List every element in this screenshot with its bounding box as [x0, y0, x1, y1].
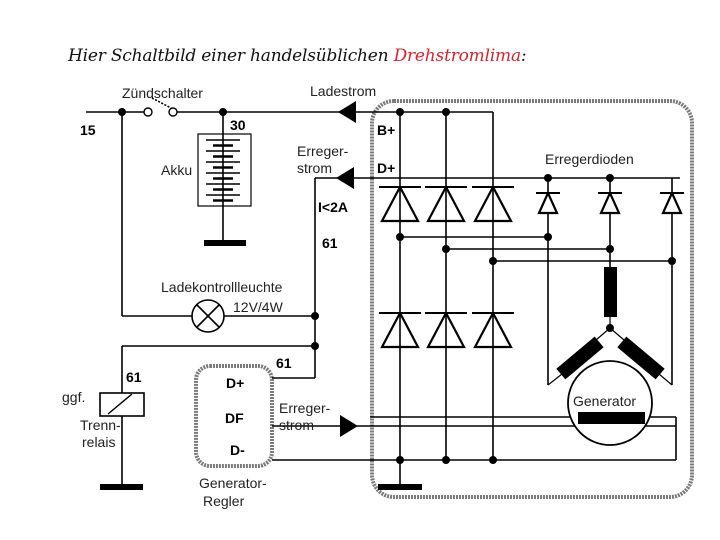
label-excitation-bottom-2: strom — [279, 417, 314, 433]
label-b-plus: B+ — [377, 122, 395, 138]
label-d-plus: D+ — [377, 160, 395, 176]
label-excitation-top-1: Erreger- — [297, 143, 349, 159]
label-current-limit: I<2A — [318, 199, 348, 215]
label-lamp-rating: 12V/4W — [233, 299, 284, 315]
label-generator: Generator — [573, 393, 636, 409]
diode-triangle — [661, 190, 683, 215]
title-prefix: Hier Schaltbild einer handelsüblichen — [68, 46, 394, 66]
exciter-diodes — [536, 190, 684, 215]
top-wiring — [86, 108, 400, 316]
label-regulator-1: Generator- — [199, 475, 267, 491]
regulator-housing — [194, 364, 274, 468]
label-terminal-30: 30 — [230, 117, 246, 133]
label-terminal-61-mid: 61 — [276, 355, 292, 371]
label-battery: Akku — [161, 162, 192, 178]
title-highlight: Drehstromlima — [393, 46, 522, 66]
ground-battery — [204, 240, 246, 246]
relay-symbol — [99, 345, 315, 490]
ground-bus — [378, 456, 497, 490]
label-charge-current: Ladestrom — [310, 83, 376, 99]
diode-triangle — [599, 190, 621, 215]
battery-symbol — [197, 112, 252, 246]
b-plus-bus — [396, 108, 494, 186]
label-terminal-15: 15 — [80, 122, 96, 138]
title-suffix: : — [520, 46, 527, 66]
exciter-diode — [598, 190, 622, 215]
charge-current-arrow — [338, 101, 356, 123]
generator-rotor — [567, 360, 653, 446]
label-regulator-df: DF — [225, 410, 244, 426]
label-ignition-switch: Zündschalter — [122, 85, 203, 101]
label-relay-2: Trenn- — [80, 417, 121, 433]
label-terminal-61-relay: 61 — [126, 369, 142, 385]
label-regulator-d-minus: D- — [230, 442, 245, 458]
label-exciter-diodes: Erregerdioden — [545, 151, 634, 167]
label-relay-1: ggf. — [62, 389, 85, 405]
stator-windings — [547, 267, 673, 386]
label-relay-3: relais — [82, 434, 115, 450]
ignition-switch-symbol — [143, 97, 178, 117]
diode-triangle — [537, 190, 559, 215]
label-regulator-d-plus: D+ — [226, 375, 244, 391]
exciter-diode — [660, 190, 684, 215]
label-excitation-top-2: strom — [297, 160, 332, 176]
excitation-current-arrow-bottom — [340, 415, 358, 437]
ground-relay — [100, 484, 143, 490]
label-excitation-bottom-1: Erreger- — [279, 400, 331, 416]
label-regulator-2: Regler — [203, 493, 245, 509]
alternator-housing — [370, 99, 694, 499]
label-terminal-61-upper: 61 — [322, 235, 338, 251]
ground-alternator — [378, 484, 422, 490]
exciter-diode — [536, 190, 560, 215]
excitation-current-arrow-top — [336, 167, 354, 189]
diagram-title: Hier Schaltbild einer handelsüblichen Dr… — [68, 46, 527, 66]
label-warning-lamp: Ladekontrollleuchte — [161, 279, 283, 295]
warning-lamp-symbol — [122, 299, 315, 333]
